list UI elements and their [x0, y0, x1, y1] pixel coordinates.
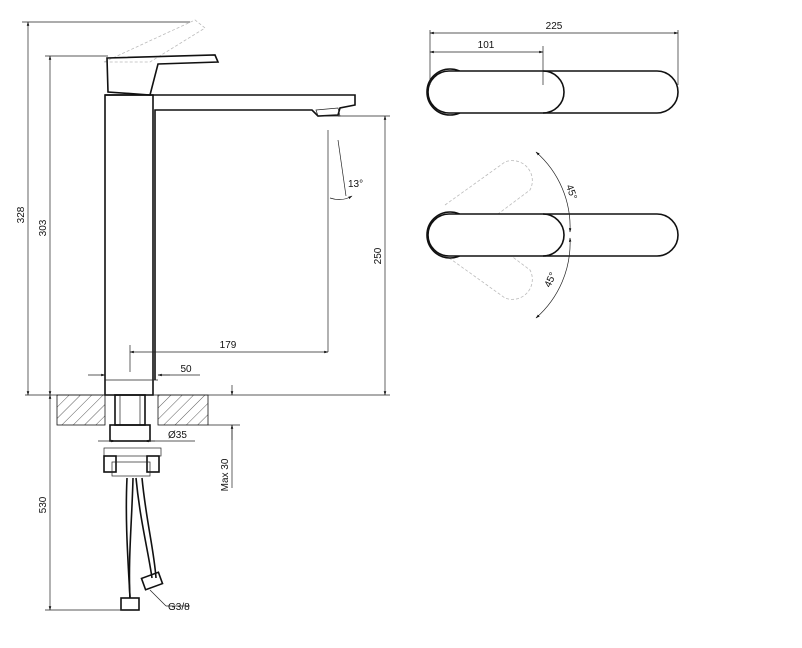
counter-left	[56, 394, 106, 426]
top-view: 225 101	[426, 21, 679, 116]
counter-right	[157, 394, 209, 426]
side-dimensions: 328 303 250 13° 179 50 Ø35 Max 30	[16, 21, 390, 613]
dim-top-overall-width: 225	[546, 21, 563, 32]
top-handle	[427, 70, 679, 114]
clamp	[111, 461, 151, 477]
arc-up	[535, 151, 572, 233]
dim-total-height: 328	[16, 206, 27, 223]
ghost-handle-down	[444, 224, 533, 300]
dim-angle-up: 45°	[563, 183, 579, 201]
dim-max-thickness: Max 30	[220, 458, 231, 491]
side-view	[25, 19, 390, 611]
hose-right-b	[141, 477, 157, 579]
dim-outlet-clearance: 250	[373, 247, 384, 264]
rot-handle	[427, 213, 679, 257]
rotation-view: 45° 45°	[426, 151, 679, 319]
dim-base-width: 50	[180, 364, 192, 375]
ghost-lever	[103, 19, 206, 63]
hose-left-b	[128, 477, 134, 599]
hose-right	[135, 477, 153, 579]
shank	[114, 394, 146, 426]
top-handle-joint	[542, 70, 565, 114]
dim-handle-width: 101	[478, 40, 495, 51]
faucet-body	[104, 94, 154, 396]
lever-handle	[106, 54, 220, 96]
arc-down	[535, 237, 572, 319]
dim-angle-spout: 13°	[348, 179, 363, 190]
dim-connection: G3/8	[168, 602, 190, 613]
hose-nut-right	[140, 571, 164, 591]
hose-nut-left	[120, 597, 140, 611]
nut-right	[146, 455, 160, 473]
ghost-handle-up	[444, 160, 533, 236]
dim-spout-reach: 179	[220, 340, 237, 351]
dim-angle-down: 45°	[543, 271, 559, 289]
dim-spout-height: 303	[38, 219, 49, 236]
nut-left	[103, 455, 117, 473]
fixing-plate	[103, 447, 162, 457]
spout	[105, 94, 356, 380]
fixing-nut	[109, 424, 151, 442]
dim-hose-length: 530	[38, 496, 49, 513]
dim-shank-diameter: Ø35	[168, 430, 187, 441]
